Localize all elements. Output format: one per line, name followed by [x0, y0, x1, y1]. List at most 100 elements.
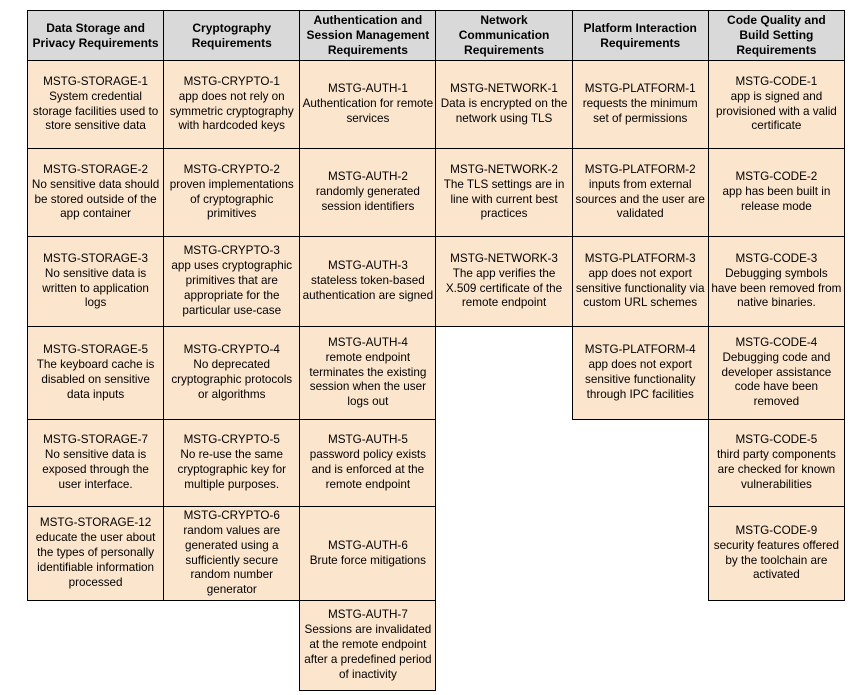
empty-cell: [436, 507, 572, 601]
requirement-id: MSTG-PLATFORM-3: [584, 251, 696, 265]
requirement-text: random values are generated using a suff…: [183, 523, 281, 597]
requirement-text: randomly generated session identifiers: [315, 185, 420, 213]
requirement-text: System credential storage facilities use…: [32, 89, 159, 133]
requirement-id: MSTG-STORAGE-2: [43, 162, 149, 176]
requirement-text: Brute force mitigations: [309, 553, 427, 567]
requirement-id: MSTG-AUTH-3: [327, 259, 408, 273]
requirement-text: app is signed and provisioned with a val…: [715, 89, 837, 133]
requirement-text: No sensitive data is written to applicat…: [42, 266, 149, 310]
requirement-text: Sessions are invalidated at the remote e…: [304, 623, 432, 681]
column-header-auth: Authentication and Session Management Re…: [299, 10, 437, 61]
empty-cell: [572, 420, 708, 507]
requirement-text: third party components are checked for k…: [716, 448, 836, 491]
requirement-text: No deprecated cryptographic protocols or…: [171, 358, 293, 401]
column-header-code: Code Quality and Build Setting Requireme…: [707, 10, 846, 61]
empty-cell: [708, 601, 844, 691]
requirement-id: MSTG-STORAGE-3: [43, 251, 149, 265]
empty-cell: [436, 327, 572, 420]
requirement-text: app does not rely on symmetric cryptogra…: [169, 89, 294, 133]
requirement-text: stateless token-based authentication are…: [302, 274, 434, 302]
requirement-text: No sensitive data is exposed through the…: [42, 448, 149, 491]
requirement-text: No sensitive data should be stored outsi…: [31, 177, 160, 221]
requirement-text: app does not export sensitive functional…: [575, 266, 705, 310]
requirement-text: The keyboard cache is disabled on sensit…: [36, 358, 155, 401]
empty-cell: [164, 601, 300, 691]
requirement-text: security features offered by the toolcha…: [713, 538, 839, 582]
requirement-text: proven implementations of cryptographic …: [169, 177, 294, 221]
requirement-text: Data is encrypted on the network using T…: [440, 97, 568, 125]
requirement-text: The TLS settings are in line with curren…: [443, 177, 565, 221]
requirement-id: MSTG-STORAGE-12: [39, 516, 152, 530]
column-header-storage: Data Storage and Privacy Requirements: [26, 10, 165, 61]
requirement-id: MSTG-CRYPTO-1: [183, 74, 280, 88]
requirement-id: MSTG-CODE-5: [735, 433, 818, 447]
requirement-text: The app verifies the X.509 certificate o…: [445, 266, 563, 310]
requirement-text: app uses cryptographic primitives that a…: [171, 259, 293, 317]
requirement-id: MSTG-CRYPTO-3: [183, 244, 280, 258]
requirement-id: MSTG-AUTH-6: [327, 538, 408, 552]
column-header-crypto: Cryptography Requirements: [163, 10, 301, 61]
requirement-id: MSTG-AUTH-2: [327, 170, 408, 184]
requirement-id: MSTG-CRYPTO-2: [183, 162, 280, 176]
requirement-id: MSTG-NETWORK-1: [450, 82, 558, 96]
requirement-id: MSTG-PLATFORM-2: [584, 162, 696, 176]
requirement-text: No re-use the same cryptographic key for…: [177, 448, 286, 491]
requirement-id: MSTG-CODE-4: [735, 335, 818, 349]
requirement-text: educate the user about the types of pers…: [35, 531, 156, 589]
requirement-id: MSTG-CRYPTO-4: [183, 343, 280, 357]
column-header-platform: Platform Interaction Requirements: [571, 10, 709, 61]
requirement-id: MSTG-CODE-3: [735, 251, 818, 265]
requirement-text: app does not export sensitive functional…: [584, 358, 696, 401]
empty-cell: [572, 601, 708, 691]
requirement-text: Debugging code and developer assistance …: [721, 350, 832, 409]
requirement-id: MSTG-STORAGE-5: [43, 343, 149, 357]
requirement-text: requests the minimum set of permissions: [582, 97, 698, 125]
requirement-id: MSTG-STORAGE-1: [43, 74, 149, 88]
requirement-text: inputs from external sources and the use…: [575, 177, 705, 221]
requirement-id: MSTG-CODE-9: [735, 523, 818, 537]
requirement-id: MSTG-STORAGE-7: [43, 433, 149, 447]
requirement-text: Authentication for remote services: [302, 97, 434, 125]
requirement-id: MSTG-AUTH-4: [327, 335, 408, 349]
requirement-id: MSTG-CODE-1: [735, 74, 818, 88]
requirement-id: MSTG-NETWORK-3: [450, 251, 558, 265]
requirement-id: MSTG-CODE-2: [735, 170, 818, 184]
requirement-id: MSTG-AUTH-1: [327, 82, 408, 96]
column-header-network: Network Communication Requirements: [435, 10, 573, 61]
empty-cell: [572, 507, 708, 601]
requirement-text: password policy exists and is enforced a…: [309, 448, 427, 491]
requirement-id: MSTG-CRYPTO-5: [183, 433, 280, 447]
